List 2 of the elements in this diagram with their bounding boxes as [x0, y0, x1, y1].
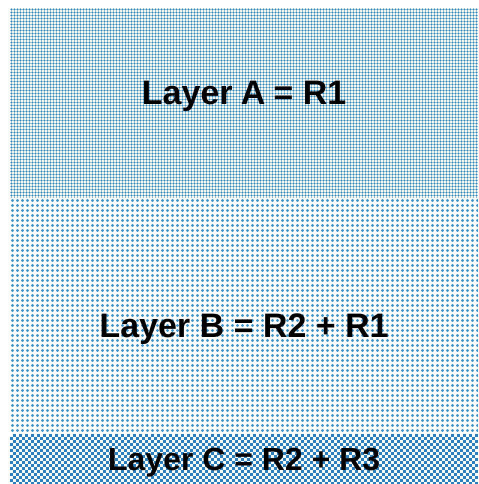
layer-band — [10, 8, 478, 198]
layer-band — [10, 198, 478, 434]
